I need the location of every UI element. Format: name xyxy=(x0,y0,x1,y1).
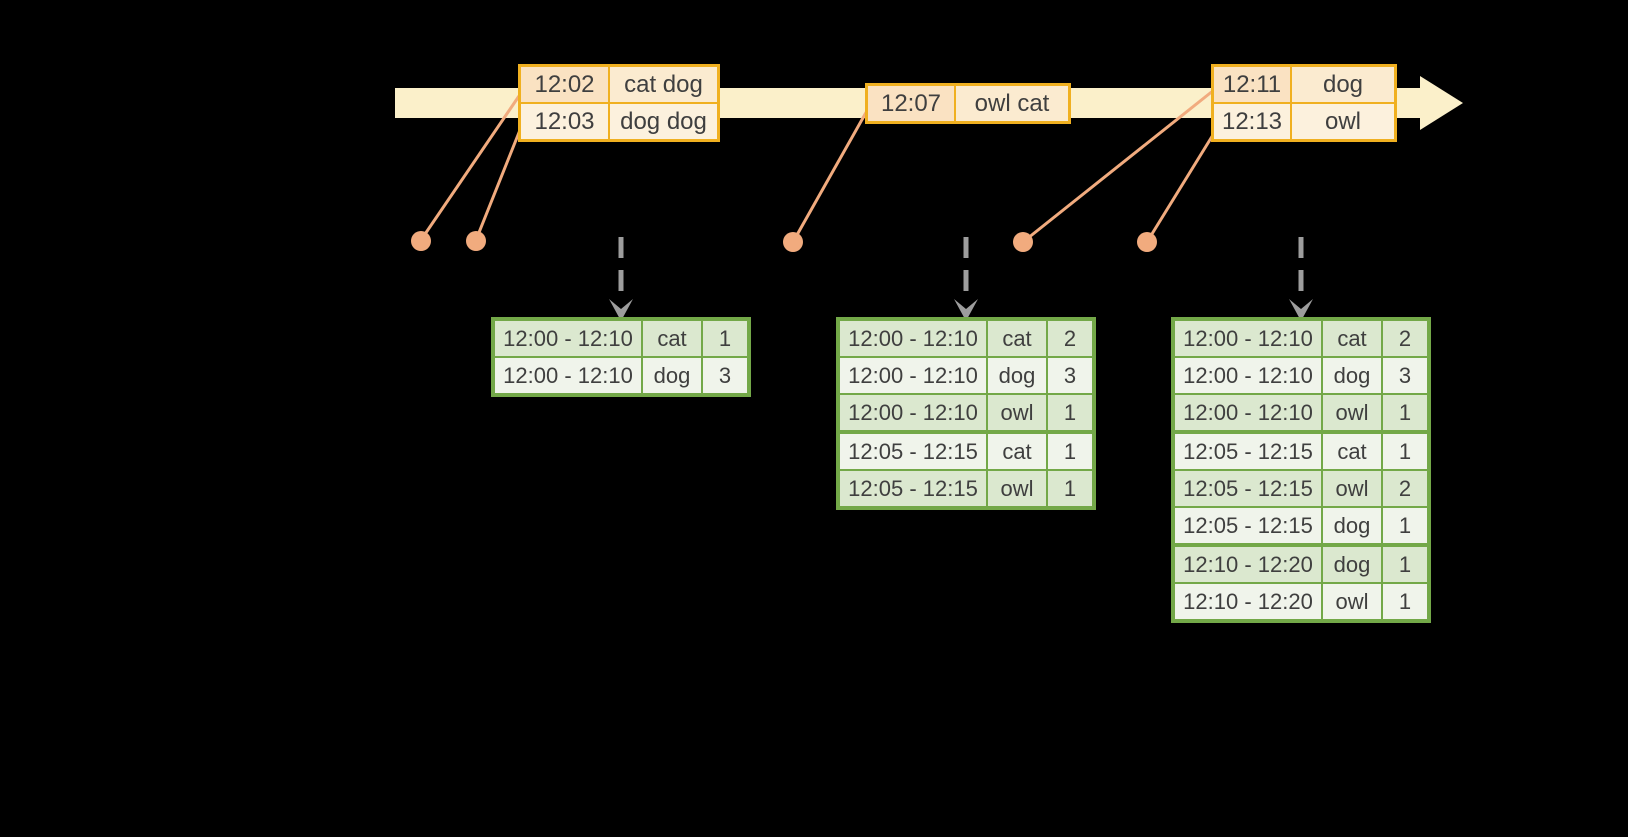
connector-line xyxy=(791,108,870,243)
word-cell: cat xyxy=(986,434,1046,469)
word-cell: dog xyxy=(1321,508,1381,543)
word-cell: dog xyxy=(986,358,1046,393)
window-cell: 12:00 - 12:10 xyxy=(840,321,986,356)
word-cell: owl xyxy=(986,395,1046,430)
event-dot xyxy=(1013,232,1033,252)
word-cell: owl xyxy=(986,471,1046,506)
table-row: 12:03 dog dog xyxy=(521,102,717,139)
event-words-cell: cat dog xyxy=(608,67,717,102)
count-cell: 2 xyxy=(1046,321,1092,356)
window-cell: 12:10 - 12:20 xyxy=(1175,547,1321,582)
window-cell: 12:00 - 12:10 xyxy=(495,321,641,356)
window-cell: 12:05 - 12:15 xyxy=(1175,471,1321,506)
trigger-arrowhead-icon xyxy=(609,299,633,321)
table-row: 12:00 - 12:10 cat 2 xyxy=(840,321,1092,356)
result-table-2: 12:00 - 12:10 cat 2 12:00 - 12:10 dog 3 … xyxy=(836,317,1096,510)
window-cell: 12:05 - 12:15 xyxy=(840,471,986,506)
word-cell: cat xyxy=(1321,434,1381,469)
word-cell: dog xyxy=(1321,358,1381,393)
table-row: 12:07 owl cat xyxy=(868,86,1068,121)
event-dot xyxy=(783,232,803,252)
event-time-cell: 12:11 xyxy=(1214,67,1290,102)
table-row: 12:00 - 12:10 dog 3 xyxy=(495,356,747,393)
timeline-arrowhead-icon xyxy=(1420,76,1463,130)
count-cell: 1 xyxy=(1381,584,1427,619)
event-dot xyxy=(1137,232,1157,252)
table-row: 12:00 - 12:10 cat 1 xyxy=(495,321,747,356)
window-cell: 12:00 - 12:10 xyxy=(1175,395,1321,430)
window-cell: 12:05 - 12:15 xyxy=(1175,434,1321,469)
table-row: 12:05 - 12:15 cat 1 xyxy=(1175,430,1427,469)
word-cell: owl xyxy=(1321,584,1381,619)
result-table-1: 12:00 - 12:10 cat 1 12:00 - 12:10 dog 3 xyxy=(491,317,751,397)
event-time-cell: 12:13 xyxy=(1214,104,1290,139)
window-cell: 12:00 - 12:10 xyxy=(840,395,986,430)
event-time-cell: 12:03 xyxy=(521,104,608,139)
word-cell: cat xyxy=(986,321,1046,356)
count-cell: 1 xyxy=(1381,434,1427,469)
table-row: 12:00 - 12:10 owl 1 xyxy=(1175,393,1427,430)
count-cell: 3 xyxy=(701,358,747,393)
count-cell: 1 xyxy=(701,321,747,356)
table-row: 12:13 owl xyxy=(1214,102,1394,139)
connector-line xyxy=(1145,129,1218,243)
event-words-cell: dog xyxy=(1290,67,1394,102)
count-cell: 3 xyxy=(1381,358,1427,393)
count-cell: 2 xyxy=(1381,471,1427,506)
table-row: 12:10 - 12:20 owl 1 xyxy=(1175,582,1427,619)
count-cell: 3 xyxy=(1046,358,1092,393)
result-table-3: 12:00 - 12:10 cat 2 12:00 - 12:10 dog 3 … xyxy=(1171,317,1431,623)
count-cell: 1 xyxy=(1381,395,1427,430)
count-cell: 2 xyxy=(1381,321,1427,356)
window-cell: 12:00 - 12:10 xyxy=(1175,321,1321,356)
event-time-cell: 12:02 xyxy=(521,67,608,102)
table-row: 12:00 - 12:10 dog 3 xyxy=(840,356,1092,393)
word-cell: cat xyxy=(641,321,701,356)
table-row: 12:00 - 12:10 owl 1 xyxy=(840,393,1092,430)
word-cell: owl xyxy=(1321,395,1381,430)
table-row: 12:10 - 12:20 dog 1 xyxy=(1175,543,1427,582)
window-cell: 12:05 - 12:15 xyxy=(1175,508,1321,543)
count-cell: 1 xyxy=(1046,471,1092,506)
count-cell: 1 xyxy=(1381,547,1427,582)
trigger-arrowhead-icon xyxy=(954,299,978,321)
event-words-cell: owl xyxy=(1290,104,1394,139)
event-words-cell: owl cat xyxy=(954,86,1068,121)
window-cell: 12:05 - 12:15 xyxy=(840,434,986,469)
connector-line xyxy=(419,95,521,241)
connector-line xyxy=(1022,88,1215,244)
word-cell: cat xyxy=(1321,321,1381,356)
table-row: 12:00 - 12:10 cat 2 xyxy=(1175,321,1427,356)
word-cell: owl xyxy=(1321,471,1381,506)
event-table-2: 12:07 owl cat xyxy=(865,83,1071,124)
event-time-cell: 12:07 xyxy=(868,86,954,121)
connector-line xyxy=(474,129,522,241)
window-cell: 12:00 - 12:10 xyxy=(840,358,986,393)
event-dot xyxy=(411,231,431,251)
table-row: 12:05 - 12:15 owl 2 xyxy=(1175,469,1427,506)
count-cell: 1 xyxy=(1046,395,1092,430)
event-dot xyxy=(466,231,486,251)
table-row: 12:05 - 12:15 owl 1 xyxy=(840,469,1092,506)
count-cell: 1 xyxy=(1381,508,1427,543)
word-cell: dog xyxy=(641,358,701,393)
window-cell: 12:00 - 12:10 xyxy=(1175,358,1321,393)
event-table-1: 12:02 cat dog 12:03 dog dog xyxy=(518,64,720,142)
table-row: 12:11 dog xyxy=(1214,67,1394,102)
event-words-cell: dog dog xyxy=(608,104,717,139)
word-cell: dog xyxy=(1321,547,1381,582)
event-table-3: 12:11 dog 12:13 owl xyxy=(1211,64,1397,142)
table-row: 12:05 - 12:15 cat 1 xyxy=(840,430,1092,469)
table-row: 12:05 - 12:15 dog 1 xyxy=(1175,506,1427,543)
count-cell: 1 xyxy=(1046,434,1092,469)
window-cell: 12:10 - 12:20 xyxy=(1175,584,1321,619)
window-cell: 12:00 - 12:10 xyxy=(495,358,641,393)
trigger-arrowhead-icon xyxy=(1289,299,1313,321)
table-row: 12:02 cat dog xyxy=(521,67,717,102)
table-row: 12:00 - 12:10 dog 3 xyxy=(1175,356,1427,393)
